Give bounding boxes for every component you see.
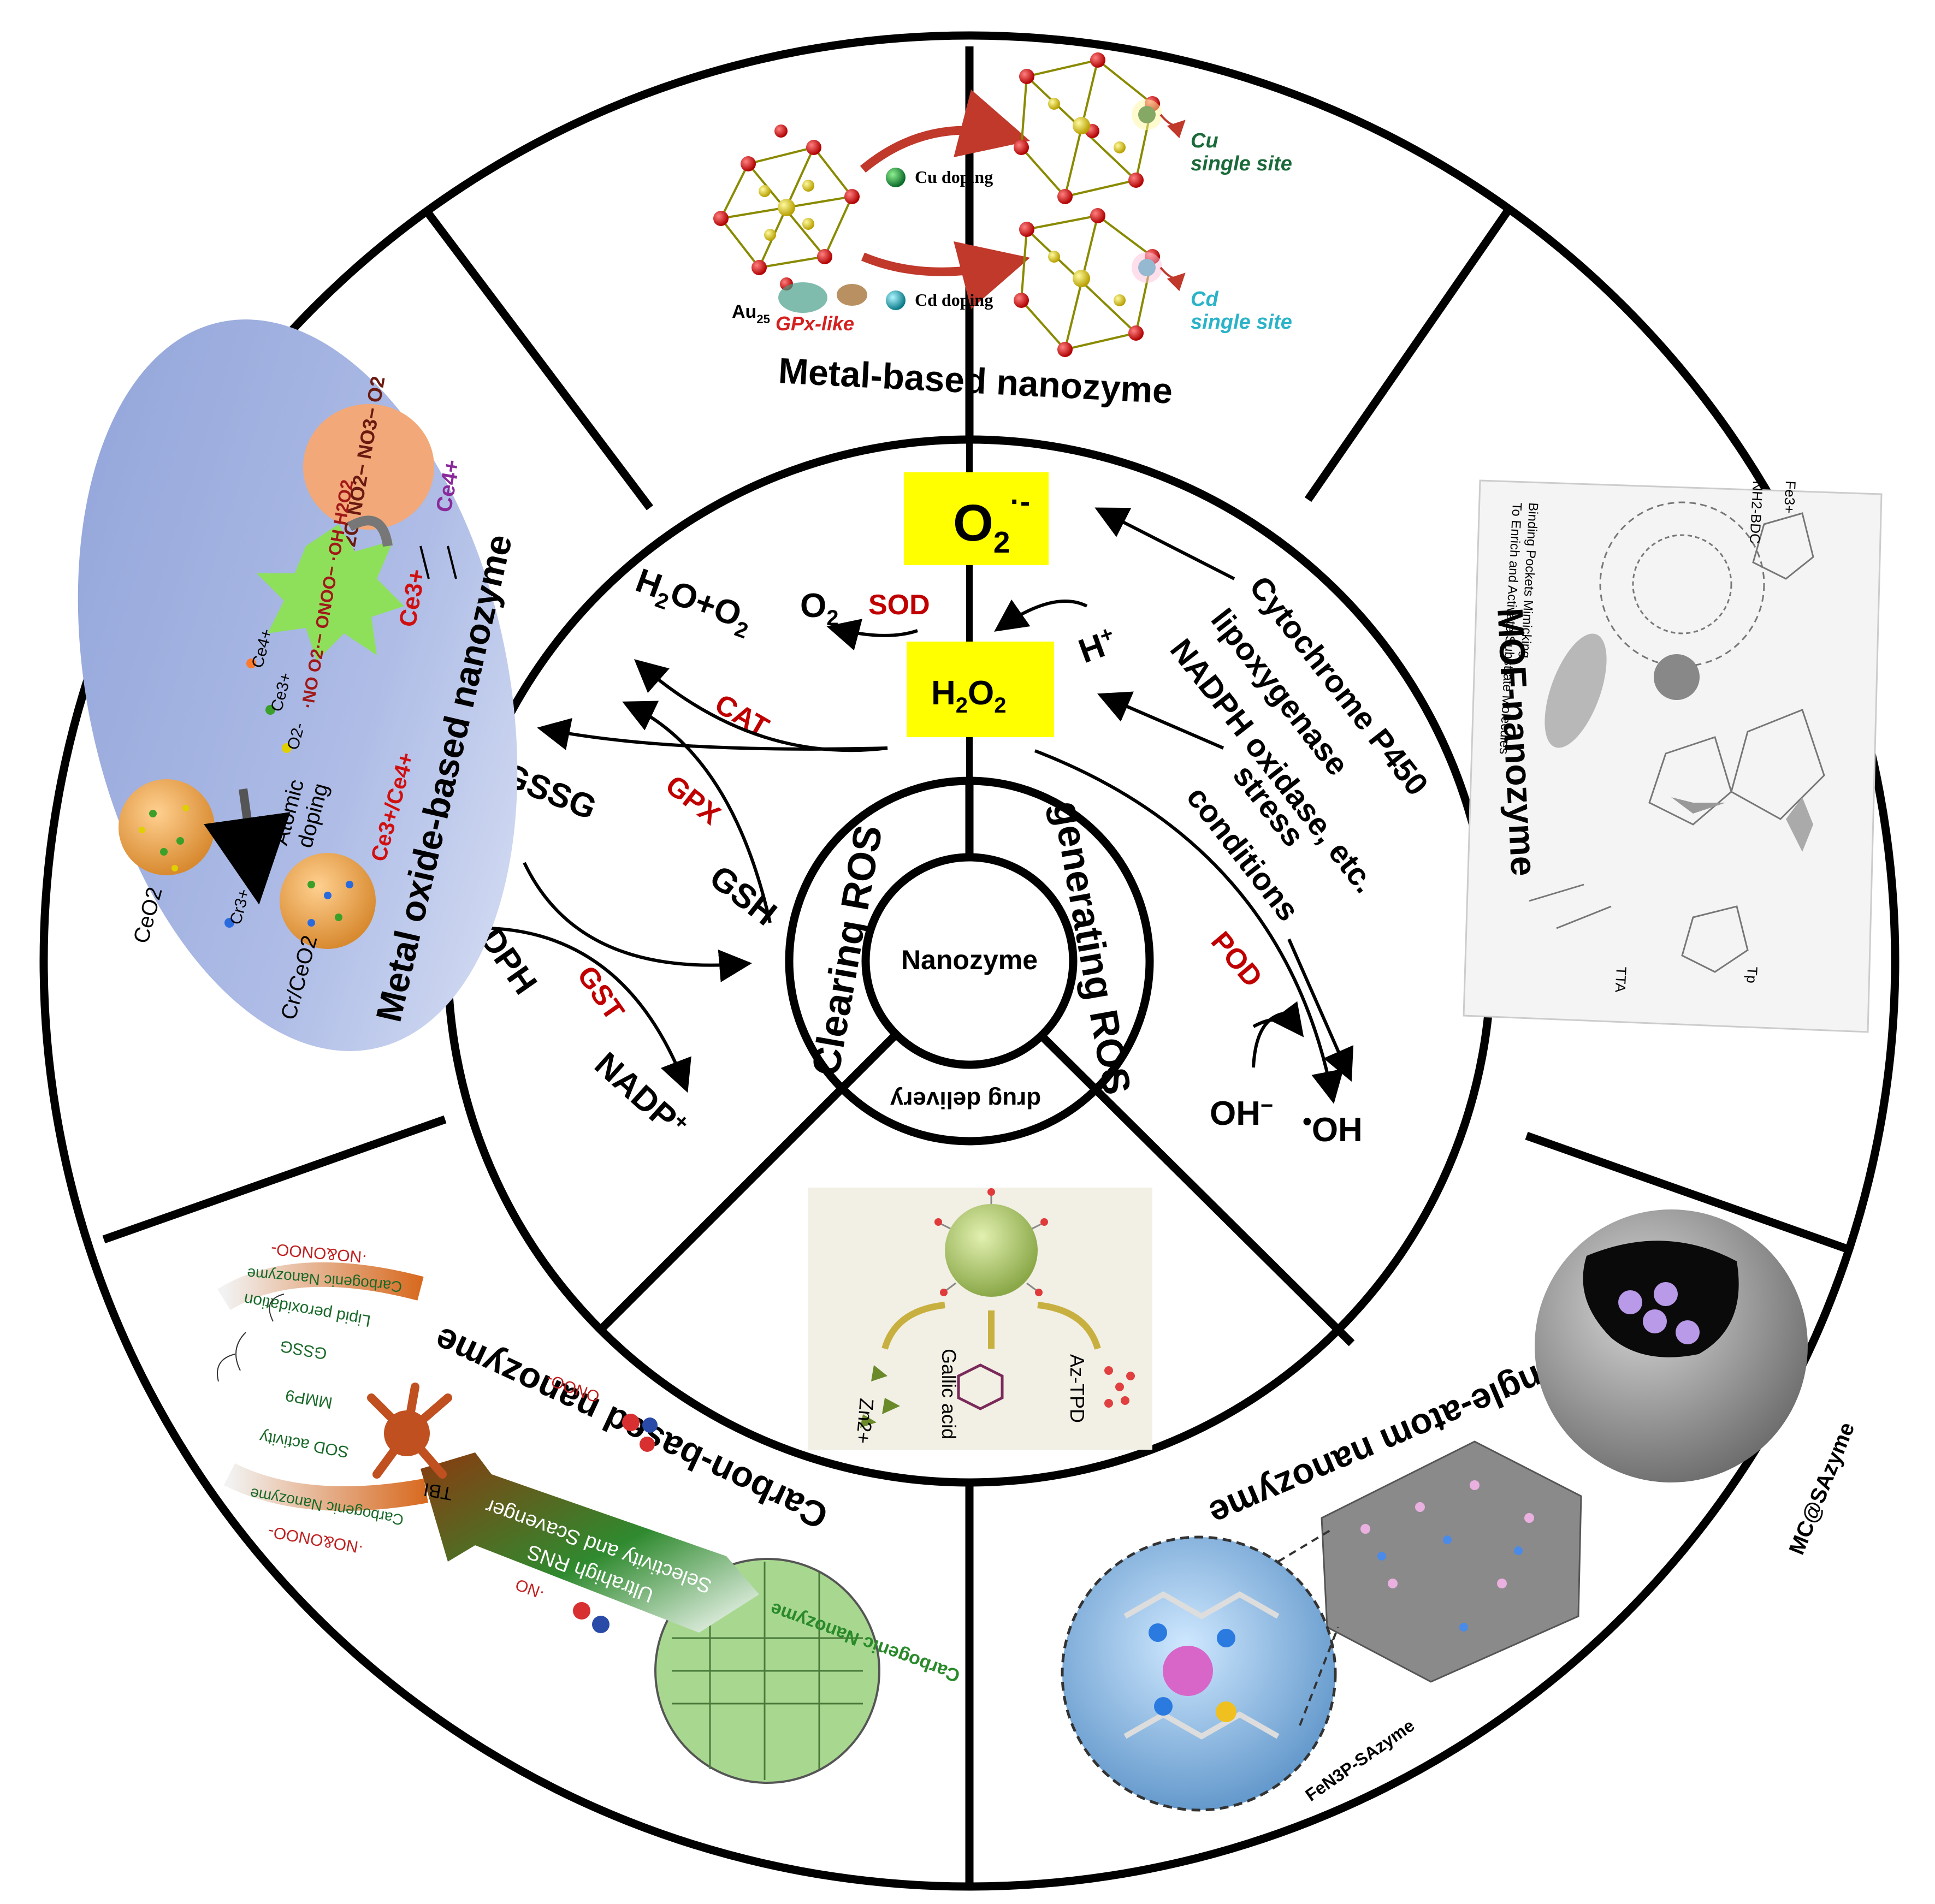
zn-label: Zn2+: [852, 1397, 878, 1444]
gpx-like-label: GPx-like: [776, 312, 854, 335]
cu-site-label2: single site: [1191, 152, 1292, 175]
h2o2-label: H: [931, 674, 956, 712]
o2-radical-label: O: [953, 494, 993, 552]
no-label: ·NO: [513, 1575, 547, 1603]
crceo2-particle: [280, 853, 376, 949]
cd-atom-icon: [886, 290, 906, 310]
oxide-legend: Ce4+ Ce3+ O2-: [246, 627, 309, 753]
gpx-label: GPX: [660, 769, 726, 832]
nadp-label: NADP: [588, 1045, 684, 1137]
sod-label: SOD: [868, 589, 930, 621]
oh-radical-dot: •: [1303, 1107, 1312, 1136]
cd-doping-arrow: [861, 241, 1030, 309]
cu-doping-arrow: [860, 90, 1030, 173]
gallic-acid-molecule: [957, 1363, 1004, 1410]
cu-doped-cluster: [1014, 52, 1162, 204]
tp-label: Tp: [1743, 966, 1761, 984]
cd-site-label2: single site: [1191, 311, 1292, 334]
svg-text:O2: O2: [800, 587, 838, 630]
tbi-label: TBI: [422, 1479, 454, 1504]
pod-label: POD: [1205, 926, 1269, 993]
cd-doping-label: Cd doping: [915, 290, 993, 310]
ceo2-particle: [119, 779, 215, 875]
o2-label: O: [800, 587, 826, 625]
gallic-acid-label: Gallic acid: [938, 1349, 960, 1439]
metal-based-panel: Au25 GPx-like Cu doping Cd doping Cu sin…: [713, 52, 1292, 411]
svg-text:Au25: Au25: [732, 301, 770, 326]
cd-site-label: Cd: [1191, 288, 1218, 311]
cu-doping-label: Cu doping: [915, 167, 993, 187]
h2o2-box: [907, 642, 1054, 737]
reaction-network: O2·- H2O2 O2 SOD H2O+O2 CAT GSSG GPX GSH…: [445, 472, 1435, 1149]
bacterium-icon: [1545, 633, 1607, 748]
svg-text:•OH: •OH: [1303, 1107, 1363, 1149]
oh-radical-label: OH: [1312, 1111, 1363, 1149]
svg-text:·NO&ONOO-: ·NO&ONOO-: [267, 1522, 365, 1557]
drug-delivery-panel: Zn2+ Gallic acid Az-TPD: [808, 1188, 1152, 1450]
mof-image-background: [1463, 479, 1883, 1033]
mof-panel: Binding Pockets Mimicking To Enrich and …: [1463, 479, 1883, 1033]
neuron-icon: [367, 1383, 452, 1479]
gst-label: GST: [571, 960, 630, 1027]
cu-site-label: Cu: [1191, 129, 1218, 152]
svg-text:·NO&ONOO-: ·NO&ONOO-: [270, 1239, 368, 1266]
wheel-structure: [39, 31, 1900, 1891]
tta-label: TTA: [1612, 966, 1630, 993]
aztpd-label: Az-TPD: [1066, 1354, 1088, 1423]
single-atom-panel: Single-atom nanozyme MC@SAzyme FeN3P-SAz…: [1061, 1209, 1860, 1812]
lower-arc: [223, 1463, 429, 1511]
o2-radical-box: [904, 472, 1049, 565]
reaction-arrows: [469, 507, 1354, 1104]
cd-doped-cluster: [1014, 208, 1162, 357]
fe-label: Fe3+: [1781, 481, 1799, 514]
gssg-carbon-label: GSSG: [279, 1337, 328, 1363]
svg-text:H+: H+: [1074, 621, 1122, 671]
oh-minus-label: OH: [1210, 1095, 1261, 1132]
au25-label: Au: [732, 301, 756, 322]
sod-activity-label: SOD activity: [258, 1427, 350, 1461]
mc-sazyme-label: MC@SAzyme: [1785, 1419, 1860, 1558]
svg-text:NADP+: NADP+: [588, 1045, 694, 1146]
metal-based-title: Metal-based nanozyme: [777, 350, 1173, 411]
svg-text:H2O+O2: H2O+O2: [629, 561, 758, 643]
mmp9-label: MMP9: [284, 1386, 334, 1412]
ros-burst: [257, 524, 404, 661]
ceo2-label: CeO2: [129, 885, 167, 946]
nh2bdc-label: NH2-BDC: [1747, 481, 1766, 544]
lipid-label: Lipid peroxidation: [242, 1290, 372, 1330]
svg-text:O2·-: O2·-: [953, 484, 1030, 559]
protein-icon: [778, 282, 827, 313]
products-cloud: [303, 404, 434, 530]
upper-arc: [217, 1262, 424, 1310]
svg-text:OH−: OH−: [1210, 1094, 1273, 1132]
nanoparticle-icon: [945, 1204, 1038, 1297]
scavenger-arrow: [421, 1452, 759, 1633]
center-label: Nanozyme: [901, 945, 1038, 975]
svg-text:H2O2: H2O2: [931, 674, 1007, 717]
cu-atom-icon: [886, 168, 906, 187]
neuron-dendrites: [217, 1294, 285, 1382]
fen3p-sheet: [1321, 1440, 1582, 1683]
drug-delivery-label: drug delivery: [890, 1087, 1041, 1113]
fe-center-icon: [1163, 1646, 1213, 1696]
